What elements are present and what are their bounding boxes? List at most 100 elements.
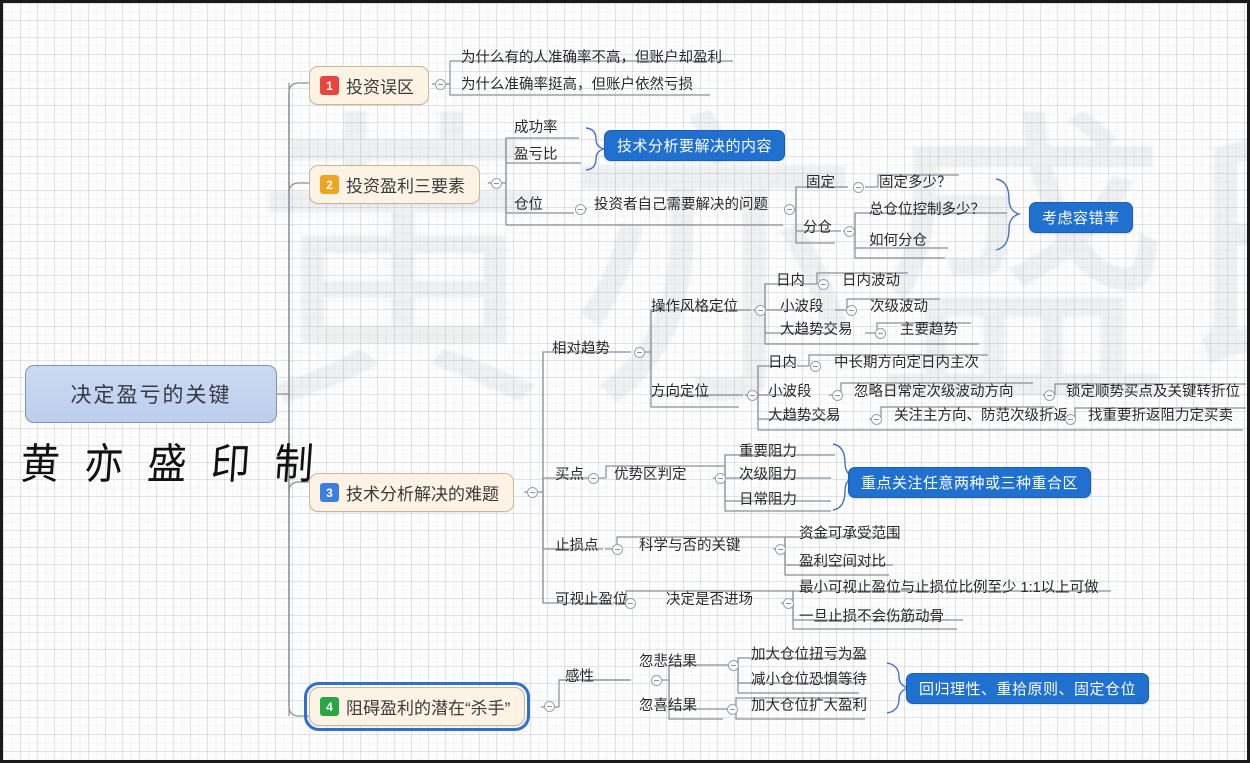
leaf-style-positioning[interactable]: 操作风格定位	[651, 299, 738, 315]
leaf-dir-intraday[interactable]: 日内	[768, 355, 797, 371]
leaf-profit-loss-ratio[interactable]: 盈亏比	[514, 147, 558, 163]
leaf-dir-trend-trading[interactable]: 大趋势交易	[768, 408, 841, 424]
collapse-toggle-relative-trend[interactable]	[634, 347, 645, 358]
branch-badge-4: 4	[320, 697, 339, 716]
leaf-stop-loss[interactable]: 止损点	[555, 538, 599, 554]
leaf-visible-take-profit[interactable]: 可视止盈位	[555, 592, 628, 608]
leaf-misconception-2[interactable]: 为什么准确率挺高，但账户依然亏损	[461, 77, 693, 93]
leaf-direction-positioning[interactable]: 方向定位	[651, 384, 709, 400]
leaf-relative-trend[interactable]: 相对趋势	[552, 341, 610, 357]
callout-label: 技术分析要解决的内容	[617, 138, 773, 155]
callout-overlap-zone[interactable]: 重点关注任意两种或三种重合区	[848, 467, 1092, 498]
collapse-toggle-intraday[interactable]	[818, 279, 829, 290]
leaf-ignore-daily[interactable]: 忽略日常定次级波动方向	[854, 384, 1014, 400]
leaf-profit-space-compare[interactable]: 盈利空间对比	[799, 554, 886, 570]
collapse-toggle-emotional[interactable]	[651, 675, 662, 686]
collapse-toggle-position[interactable]	[575, 204, 586, 215]
collapse-toggle-branch-4[interactable]	[544, 701, 555, 712]
collapse-toggle-fixed[interactable]	[853, 182, 864, 193]
collapse-toggle-split-position[interactable]	[844, 226, 855, 237]
leaf-fixed[interactable]: 固定	[806, 175, 835, 191]
leaf-affordable-range[interactable]: 资金可承受范围	[799, 526, 901, 542]
leaf-scientific-key[interactable]: 科学与否的关键	[639, 538, 741, 554]
branch-node-3[interactable]: 3 技术分析解决的难题	[309, 473, 514, 512]
leaf-lock-buy-point[interactable]: 锁定顺势买点及关键转折位	[1066, 384, 1240, 400]
leaf-how-to-split[interactable]: 如何分仓	[869, 233, 927, 249]
collapse-toggle-scientific-key[interactable]	[775, 544, 786, 555]
collapse-toggle-dir-small-swing[interactable]	[832, 390, 843, 401]
callout-technical-analysis-content[interactable]: 技术分析要解决的内容	[604, 130, 786, 161]
branch-node-2[interactable]: 2 投资盈利三要素	[309, 165, 480, 204]
collapse-toggle-dir-trend-trading[interactable]	[871, 414, 882, 425]
leaf-increase-to-recover[interactable]: 加大仓位扭亏为盈	[751, 647, 867, 663]
collapse-toggle-branch-2[interactable]	[491, 178, 502, 189]
collapse-toggle-branch-1[interactable]	[435, 79, 446, 90]
leaf-happy-result[interactable]: 忽喜结果	[639, 698, 697, 714]
branch-badge-2: 2	[320, 175, 339, 194]
watermark-char-4: 印	[1183, 110, 1247, 426]
branch-label-4: 阻碍盈利的潜在“杀手”	[346, 699, 511, 718]
leaf-major-resistance[interactable]: 重要阻力	[739, 444, 797, 460]
collapse-toggle-buy-point[interactable]	[588, 473, 599, 484]
collapse-toggle-decide-entry[interactable]	[783, 598, 794, 609]
callout-fault-tolerance[interactable]: 考虑容错率	[1029, 202, 1133, 233]
leaf-watch-main-direction[interactable]: 关注主方向、防范次级折返	[894, 408, 1068, 424]
leaf-investor-problem[interactable]: 投资者自己需要解决的问题	[594, 197, 768, 213]
branch-label-2: 投资盈利三要素	[346, 177, 465, 196]
collapse-toggle-dir-intraday[interactable]	[810, 361, 821, 372]
leaf-min-ratio-rule[interactable]: 最小可视止盈位与止损位比例至少 1:1以上可做	[799, 580, 1099, 596]
leaf-find-resistance[interactable]: 找重要折返阻力定买卖	[1088, 408, 1233, 424]
leaf-trend-trading[interactable]: 大趋势交易	[780, 322, 853, 338]
author-stamp: 黄 亦 盛 印 制	[19, 440, 322, 490]
collapse-toggle-sad-result[interactable]	[728, 660, 739, 671]
leaf-main-trend[interactable]: 主要趋势	[900, 322, 958, 338]
collapse-toggle-happy-result[interactable]	[727, 704, 738, 715]
leaf-longterm-direction[interactable]: 中长期方向定日内主次	[834, 355, 979, 371]
leaf-decide-entry[interactable]: 决定是否进场	[666, 592, 753, 608]
callout-label: 考虑容错率	[1042, 210, 1120, 227]
branch-node-4[interactable]: 4 阻碍盈利的潜在“杀手”	[303, 682, 531, 731]
collapse-toggle-investor-problem[interactable]	[784, 204, 795, 215]
leaf-small-swing[interactable]: 小波段	[780, 299, 824, 315]
leaf-position[interactable]: 仓位	[514, 197, 543, 213]
collapse-toggle-direction-positioning[interactable]	[747, 390, 758, 401]
leaf-sad-result[interactable]: 忽悲结果	[639, 654, 697, 670]
root-label: 决定盈亏的关键	[70, 384, 232, 407]
callout-label: 重点关注任意两种或三种重合区	[861, 475, 1079, 492]
callout-label: 回归理性、重拾原则、固定仓位	[919, 681, 1137, 698]
leaf-no-major-damage[interactable]: 一旦止损不会伤筋动骨	[799, 609, 944, 625]
collapse-toggle-style-positioning[interactable]	[755, 305, 766, 316]
leaf-secondary-fluctuation[interactable]: 次级波动	[870, 299, 928, 315]
collapse-toggle-branch-3[interactable]	[527, 487, 538, 498]
root-node[interactable]: 决定盈亏的关键	[25, 365, 277, 423]
branch-label-1: 投资误区	[346, 78, 414, 97]
leaf-intraday-fluctuation[interactable]: 日内波动	[842, 273, 900, 289]
collapse-toggle-visible-take-profit[interactable]	[625, 598, 636, 609]
leaf-daily-resistance[interactable]: 日常阻力	[739, 492, 797, 508]
leaf-emotional[interactable]: 感性	[565, 669, 594, 685]
leaf-increase-to-expand[interactable]: 加大仓位扩大盈利	[751, 698, 867, 714]
collapse-toggle-advantage-zone[interactable]	[715, 473, 726, 484]
leaf-intraday[interactable]: 日内	[776, 273, 805, 289]
leaf-advantage-zone[interactable]: 优势区判定	[614, 467, 687, 483]
callout-return-rational[interactable]: 回归理性、重拾原则、固定仓位	[906, 673, 1150, 704]
collapse-toggle-stop-loss[interactable]	[612, 544, 623, 555]
leaf-misconception-1[interactable]: 为什么有的人准确率不高，但账户却盈利	[461, 50, 722, 66]
collapse-toggle-watch-main-direction[interactable]	[1065, 414, 1076, 425]
branch-badge-3: 3	[320, 483, 339, 502]
leaf-reduce-fear-wait[interactable]: 减小仓位恐惧等待	[751, 672, 867, 688]
branch-label-3: 技术分析解决的难题	[346, 485, 499, 504]
leaf-secondary-resistance[interactable]: 次级阻力	[739, 467, 797, 483]
leaf-total-position-control[interactable]: 总仓位控制多少？	[869, 202, 985, 218]
collapse-toggle-trend-trading[interactable]	[875, 328, 886, 339]
collapse-toggle-small-swing[interactable]	[846, 305, 857, 316]
leaf-buy-point[interactable]: 买点	[555, 467, 584, 483]
collapse-toggle-ignore-daily[interactable]	[1044, 390, 1055, 401]
leaf-split-position[interactable]: 分仓	[803, 220, 832, 236]
leaf-fixed-how-much[interactable]: 固定多少？	[879, 175, 952, 191]
leaf-success-rate[interactable]: 成功率	[514, 120, 558, 136]
leaf-dir-small-swing[interactable]: 小波段	[768, 384, 812, 400]
branch-badge-1: 1	[320, 76, 339, 95]
branch-node-1[interactable]: 1 投资误区	[309, 66, 429, 105]
